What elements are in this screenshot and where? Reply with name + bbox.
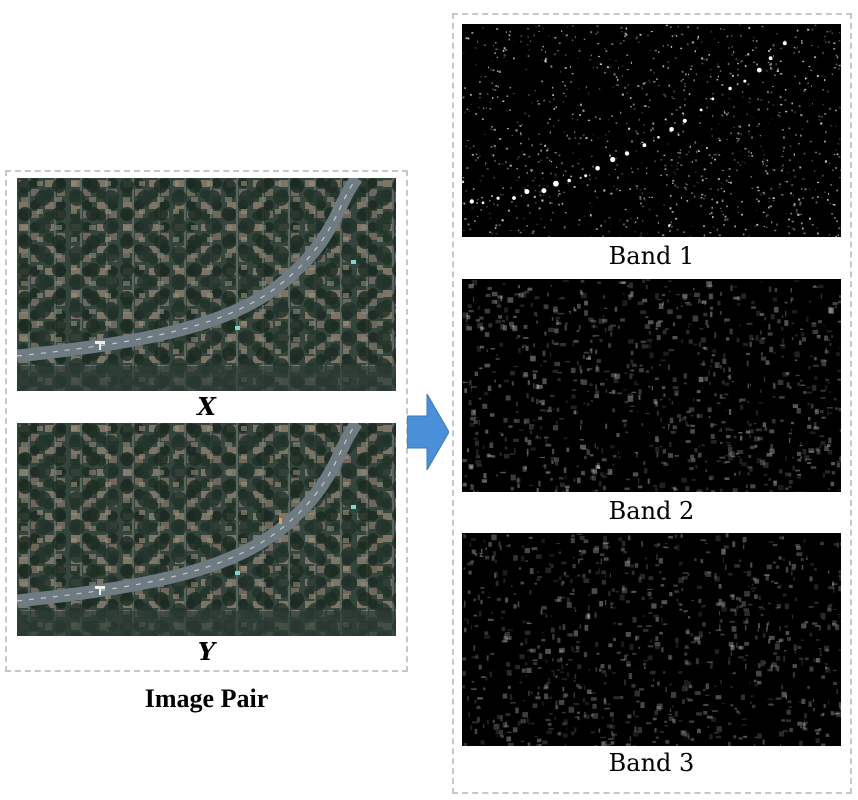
band-2-image bbox=[462, 279, 841, 492]
band-3-label: Band 3 bbox=[608, 749, 695, 777]
band-2-label: Band 2 bbox=[608, 497, 695, 525]
band-3-image bbox=[462, 533, 841, 746]
band-1-label: Band 1 bbox=[608, 242, 695, 270]
image-x-label: X bbox=[197, 392, 216, 421]
band-1-image bbox=[462, 24, 841, 237]
bands-frame bbox=[452, 13, 852, 794]
image-pair-title: Image Pair bbox=[144, 684, 269, 713]
right-arrow-icon bbox=[406, 392, 450, 472]
image-y-label: Y bbox=[197, 637, 216, 666]
aerial-image-x bbox=[17, 178, 396, 391]
aerial-image-y bbox=[17, 423, 396, 636]
